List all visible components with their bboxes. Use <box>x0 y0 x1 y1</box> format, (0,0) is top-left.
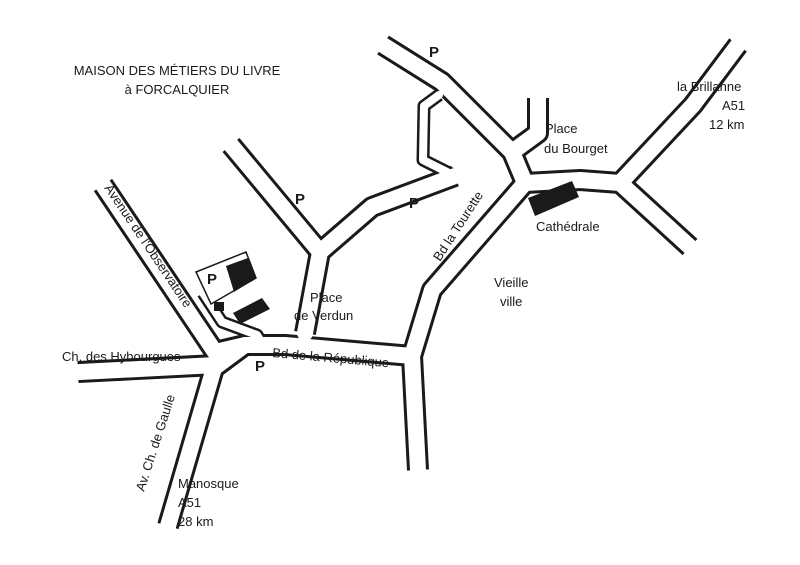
cathedrale-building <box>528 181 579 216</box>
vieille-ville-line2: ville <box>500 294 522 309</box>
parking-marker-centre: P <box>409 195 419 212</box>
road-fill <box>72 37 746 534</box>
dest-brillanne-line3: 12 km <box>709 117 744 132</box>
buildings <box>194 181 579 324</box>
dest-manosque-line2: A51 <box>178 495 201 510</box>
place-verdun-line2: de Verdun <box>294 308 353 323</box>
parking-marker-republique: P <box>255 358 265 375</box>
place-bourget-line2: du Bourget <box>544 141 608 156</box>
map-title-line2: à FORCALQUIER <box>125 82 230 97</box>
building-annex <box>233 298 270 324</box>
parking-marker-maison: P <box>207 271 217 288</box>
cathedrale-label: Cathédrale <box>536 219 600 234</box>
vieille-ville-line1: Vieille <box>494 275 528 290</box>
maison-metiers-livre-building <box>226 258 256 292</box>
dest-manosque-line1: Manosque <box>178 476 239 491</box>
dest-manosque-line3: 28 km <box>178 514 213 529</box>
street-label-hybourgues: Ch. des Hybourgues <box>62 349 181 364</box>
map-title-line1: MAISON DES MÉTIERS DU LIVRE <box>74 63 281 78</box>
parking-marker-north: P <box>429 44 439 61</box>
place-verdun-line1: Place <box>310 290 343 305</box>
dest-brillanne-line1: la Brillanne <box>677 79 741 94</box>
building-small <box>214 302 224 311</box>
street-label-observatoire: Avenue de l'Observatoire <box>102 181 196 310</box>
parking-marker-west: P <box>295 191 305 208</box>
dest-brillanne-line2: A51 <box>722 98 745 113</box>
place-bourget-line1: Place <box>545 121 578 136</box>
